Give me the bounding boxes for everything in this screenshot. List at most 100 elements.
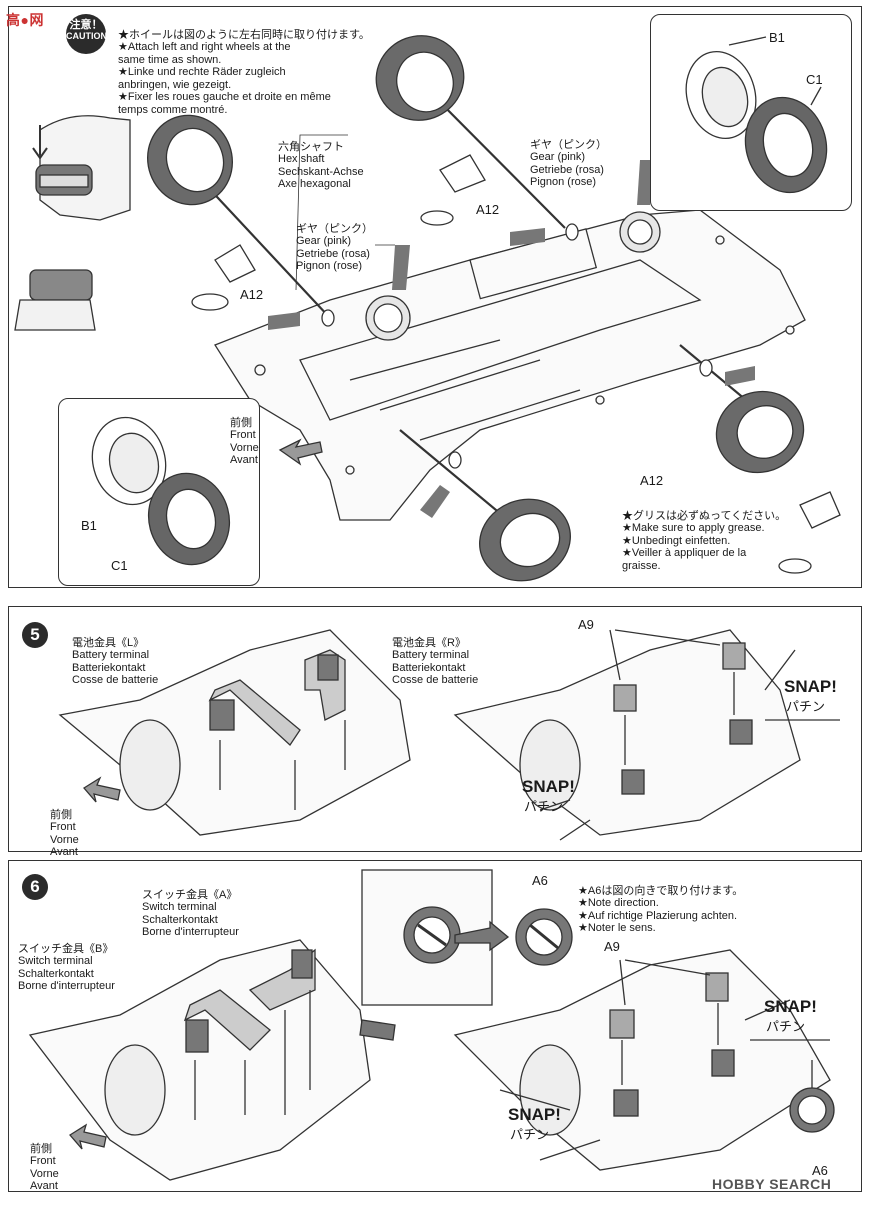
step5-snap-left-jp: パチン <box>524 799 564 814</box>
grease-note-fr: ★Veiller à appliquer de la <box>622 547 747 559</box>
a6-note-de: ★Auf richtige Plazierung achten. <box>578 909 738 922</box>
step6-front-en: Front <box>30 1155 56 1167</box>
wheel-top-left <box>146 114 234 206</box>
step5-snap-right-jp: パチン <box>786 699 826 714</box>
sw-b-jp: スイッチ金具《B》 <box>18 942 114 955</box>
gear-left-en: Gear (pink) <box>296 235 352 247</box>
grease-note-de: ★Unbedingt einfetten. <box>622 534 731 547</box>
caution-badge: 注意！ CAUTION <box>66 14 107 54</box>
term-l-jp: 電池金具《L》 <box>72 636 145 649</box>
step4-front-en: Front <box>230 429 256 441</box>
wheel-note-en2: same time as shown. <box>118 53 222 66</box>
a6-note-en: ★Note direction. <box>578 897 659 909</box>
grease-note-en: ★Make sure to apply grease. <box>622 522 765 534</box>
wheel-bottom <box>479 498 571 582</box>
a12-label-right: A12 <box>640 473 664 488</box>
hex-shaft-en: Hex shaft <box>278 153 325 165</box>
step5-snap-left: SNAP! <box>522 777 575 796</box>
wheel-note-en: ★Attach left and right wheels at the <box>118 41 291 53</box>
sw-a-fr: Borne d'interrupteur <box>142 926 239 938</box>
term-r-jp: 電池金具《R》 <box>392 636 466 649</box>
step6-a9-label: A9 <box>604 939 620 954</box>
sw-a-jp: スイッチ金具《A》 <box>142 888 238 901</box>
a6-direction-note: ★A6は図の向きで取り付けます。★Note direction.★Auf ric… <box>578 872 743 947</box>
step6-snap-right: SNAP! <box>764 997 817 1016</box>
term-l-fr: Cosse de batterie <box>72 674 159 686</box>
step6-snap-right-jp: パチン <box>766 1019 806 1034</box>
caution-jp: 注意！ <box>69 19 103 31</box>
sw-b-de: Schalterkontakt <box>18 967 94 980</box>
inset-left-c1-label: C1 <box>111 558 128 573</box>
gear-right-fr: Pignon (rose) <box>530 176 597 188</box>
step6-front-fr: Avant <box>30 1180 58 1192</box>
grease-note: ★グリスは必ずぬってください。★Make sure to apply greas… <box>622 497 786 585</box>
grease-tubes <box>191 154 841 574</box>
step5-front-fr: Avant <box>50 846 78 858</box>
gear-label-left: ギヤ（ピンク）Gear (pink)Getriebe (rosa)Pignon … <box>296 210 373 285</box>
a12-bearings <box>321 223 713 469</box>
step5-front-en: Front <box>50 821 76 833</box>
watermark-top: 高●网 <box>6 12 44 28</box>
hex-shaft-de: Sechskant-Achse <box>278 165 364 178</box>
wheel-note-jp: ★ホイールは図のように左右同時に取り付けます。 <box>118 28 370 41</box>
hex-shaft-fr: Axe hexagonal <box>278 178 351 190</box>
inset-wheel-assembly-left: B1 C1 <box>58 398 260 586</box>
a12-label-mid: A12 <box>476 202 500 217</box>
wheel-note-de: ★Linke und rechte Räder zugleich <box>118 66 286 78</box>
term-r-fr: Cosse de batterie <box>392 674 479 686</box>
gear-left-de: Getriebe (rosa) <box>296 247 370 260</box>
inset-wheel-assembly-right: B1 C1 <box>650 14 852 211</box>
step5-a9-label: A9 <box>578 617 594 632</box>
hex-shaft-jp: 六角シャフト <box>278 140 344 153</box>
step5-front-de: Vorne <box>50 833 79 846</box>
assembly-arrows <box>268 160 755 518</box>
step6-a6-top-label: A6 <box>532 873 548 888</box>
step4-illustration <box>14 35 841 582</box>
wheel-note-fr2: temps comme montré. <box>118 103 228 116</box>
gear-left-fr: Pignon (rose) <box>296 260 363 272</box>
wheel-note-de2: anbringen, wie gezeigt. <box>118 78 232 91</box>
sw-b-fr: Borne d'interrupteur <box>18 980 115 992</box>
term-r-en: Battery terminal <box>392 649 470 661</box>
hand-press-illustration <box>14 115 131 331</box>
a6-note-fr: ★Noter le sens. <box>578 922 656 934</box>
caution-en: CAUTION <box>66 31 107 41</box>
front-arrow <box>278 438 323 466</box>
grease-note-fr2: graisse. <box>622 559 661 572</box>
step6-snap-left-jp: パチン <box>510 1127 550 1142</box>
step5-number: 5 <box>22 622 48 648</box>
step6-snap-left: SNAP! <box>508 1105 561 1124</box>
watermark-bottom: HOBBY SEARCH <box>712 1176 832 1192</box>
step6-front-jp: 前側 <box>30 1142 52 1155</box>
wheel-right <box>715 390 805 474</box>
sw-a-en: Switch terminal <box>142 901 217 913</box>
grease-note-jp: ★グリスは必ずぬってください。 <box>622 509 787 522</box>
gear-right-en: Gear (pink) <box>530 151 586 163</box>
inset-left-b1-label: B1 <box>81 518 97 533</box>
sw-a-de: Schalterkontakt <box>142 913 218 926</box>
gear-right-jp: ギヤ（ピンク） <box>530 138 607 151</box>
step6-front-de: Vorne <box>30 1167 59 1180</box>
inset-right-b1-label: B1 <box>769 30 785 45</box>
step4-front-fr: Avant <box>230 454 258 466</box>
wheel-note: ★ホイールは図のように左右同時に取り付けます。★Attach left and … <box>118 16 370 129</box>
wheel-top-mid <box>375 35 465 121</box>
step5-front-jp: 前側 <box>50 808 72 821</box>
step6-number: 6 <box>22 874 48 900</box>
term-l-en: Battery terminal <box>72 649 150 661</box>
gear-right-de: Getriebe (rosa) <box>530 163 604 176</box>
sw-b-en: Switch terminal <box>18 955 93 967</box>
wheel-note-fr: ★Fixer les roues gauche et droite en mêm… <box>118 91 331 103</box>
step4-front-jp: 前側 <box>230 416 252 429</box>
chassis-outline <box>214 209 806 521</box>
step5-snap-right: SNAP! <box>784 677 837 696</box>
step4-front-de: Vorne <box>230 441 259 454</box>
